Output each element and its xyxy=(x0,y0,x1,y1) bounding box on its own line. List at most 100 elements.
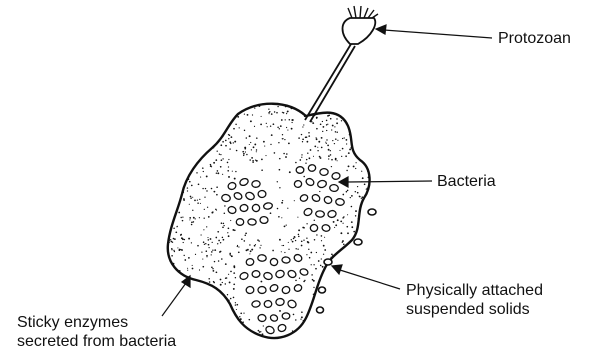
stipple-dot xyxy=(309,257,311,259)
stipple-dot xyxy=(175,185,177,187)
stipple-dot xyxy=(198,183,200,185)
stipple-dot xyxy=(306,254,307,255)
stipple-dot xyxy=(368,266,369,267)
stipple-dot xyxy=(241,102,242,103)
stipple-dot xyxy=(356,337,357,338)
stipple-dot xyxy=(291,239,292,240)
stipple-dot xyxy=(207,127,209,129)
stipple-dot xyxy=(279,158,281,160)
stipple-dot xyxy=(208,247,209,248)
stipple-dot xyxy=(223,239,225,241)
stipple-dot xyxy=(164,167,165,168)
stipple-dot xyxy=(348,334,350,336)
bacterium-cell xyxy=(294,180,302,188)
stipple-dot xyxy=(244,114,245,115)
stipple-dot xyxy=(306,136,307,137)
stipple-dot xyxy=(217,172,219,174)
stipple-dot xyxy=(177,122,178,123)
stipple-dot xyxy=(346,139,348,141)
stipple-dot xyxy=(207,237,208,238)
stipple-dot xyxy=(196,138,198,140)
protozoan-leader xyxy=(384,30,492,38)
stipple-dot xyxy=(196,118,198,120)
stipple-dot xyxy=(318,260,320,262)
stipple-dot xyxy=(334,227,335,228)
stipple-dot xyxy=(300,329,301,330)
stipple-dot xyxy=(372,207,373,208)
stipple-dot xyxy=(352,293,354,295)
stipple-dot xyxy=(175,134,177,136)
stipple-dot xyxy=(190,196,192,198)
stipple-dot xyxy=(283,245,284,246)
stipple-dot xyxy=(167,297,169,299)
arrowhead xyxy=(332,265,342,274)
stipple-dot xyxy=(373,219,374,220)
stipple-dot xyxy=(177,281,179,283)
stipple-dot xyxy=(353,165,355,167)
stipple-dot xyxy=(343,328,345,330)
bacterium-cell xyxy=(264,300,272,307)
stipple-dot xyxy=(229,281,231,283)
stipple-dot xyxy=(334,126,335,127)
stipple-dot xyxy=(235,277,236,278)
stipple-dot xyxy=(185,110,186,111)
stipple-dot xyxy=(281,119,283,121)
stipple-dot xyxy=(342,241,343,242)
stipple-dot xyxy=(346,170,347,171)
stipple-dot xyxy=(344,114,345,115)
stipple-dot xyxy=(335,159,337,161)
stipple-dot xyxy=(351,278,352,279)
stipple-dot xyxy=(297,249,298,250)
stipple-dot xyxy=(316,128,318,130)
stipple-dot xyxy=(313,326,314,327)
stipple-dot xyxy=(173,305,175,307)
stipple-dot xyxy=(211,254,212,255)
stipple-dot xyxy=(330,257,332,259)
stipple-dot xyxy=(338,297,340,299)
stipple-dot xyxy=(339,339,340,340)
stipple-dot xyxy=(216,210,217,211)
stipple-dot xyxy=(347,110,349,112)
stipple-dot xyxy=(219,251,221,253)
stipple-dot xyxy=(336,131,337,132)
stipple-dot xyxy=(258,330,260,332)
stipple-dot xyxy=(210,332,211,333)
stipple-dot xyxy=(180,180,181,181)
stipple-dot xyxy=(305,162,306,163)
stipple-dot xyxy=(182,220,184,222)
stipple-dot xyxy=(167,197,168,198)
stipple-dot xyxy=(199,341,201,343)
stipple-dot xyxy=(188,238,190,240)
stipple-dot xyxy=(366,315,368,317)
stipple-dot xyxy=(355,136,356,137)
stipple-dot xyxy=(189,204,190,205)
attached-solids-label: Physically attached suspended solids xyxy=(406,281,543,319)
stipple-dot xyxy=(188,287,189,288)
stipple-dot xyxy=(322,131,323,132)
stipple-dot xyxy=(230,298,232,300)
stipple-dot xyxy=(206,226,207,227)
stipple-dot xyxy=(188,156,189,157)
stipple-dot xyxy=(286,113,287,114)
stipple-dot xyxy=(219,305,221,307)
stipple-dot xyxy=(350,295,352,297)
stipple-dot xyxy=(302,141,303,142)
stipple-dot xyxy=(302,138,304,140)
stipple-dot xyxy=(337,336,338,337)
stipple-dot xyxy=(351,221,353,223)
attached-solid xyxy=(319,287,326,293)
stipple-dot xyxy=(193,128,194,129)
attached-solid xyxy=(368,209,376,215)
stipple-dot xyxy=(359,196,361,198)
stipple-dot xyxy=(229,253,231,255)
stipple-dot xyxy=(366,106,368,108)
stipple-dot xyxy=(324,237,325,238)
stipple-dot xyxy=(354,267,356,269)
stipple-dot xyxy=(221,258,223,260)
stipple-dot xyxy=(294,200,295,201)
stipple-dot xyxy=(202,128,204,130)
stipple-dot xyxy=(291,122,292,123)
stipple-dot xyxy=(318,315,319,316)
stipple-dot xyxy=(348,335,350,337)
stipple-dot xyxy=(370,191,371,192)
